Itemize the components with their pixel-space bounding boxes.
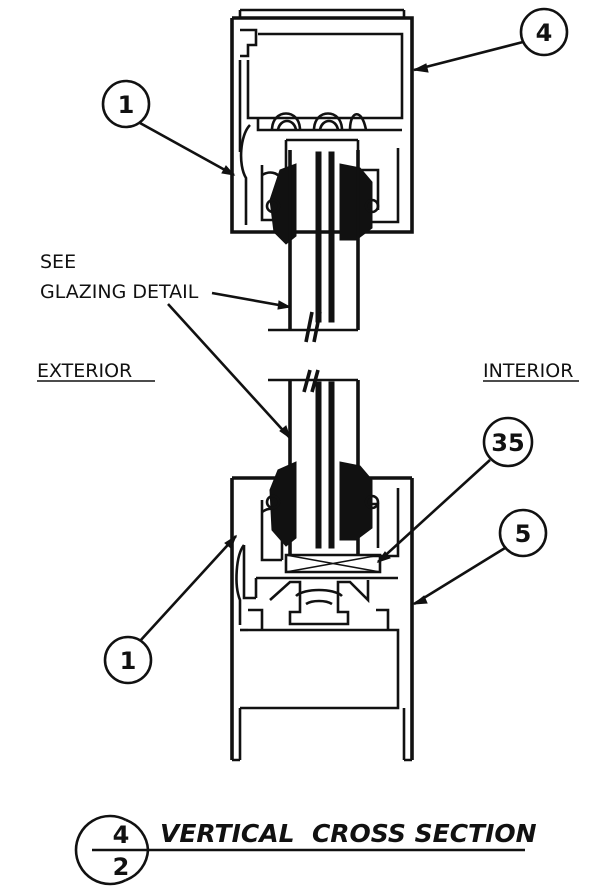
callout-number: 5 [515, 520, 532, 548]
callout-number: 1 [120, 647, 137, 675]
section-title: VERTICAL CROSS SECTION [160, 819, 537, 848]
sheet-number: 2 [113, 853, 130, 881]
callout-bottom-left: 1 [103, 534, 238, 685]
detail-number: 4 [113, 821, 130, 849]
interior-label: INTERIOR [483, 360, 573, 382]
glazing-detail-note: SEE GLAZING DETAIL [40, 251, 292, 440]
callout-number: 35 [491, 429, 524, 457]
sill-frame-profile [230, 461, 414, 762]
interior-label-group: INTERIOR [483, 360, 579, 382]
callout-sill: 5 [412, 508, 548, 606]
callout-number: 4 [536, 19, 553, 47]
callout-top-left: 1 [101, 79, 236, 177]
head-frame-profile [230, 8, 414, 245]
callout-top-right: 4 [412, 7, 569, 73]
callout-setting-block: 35 [376, 416, 534, 563]
title-block: 4 2 VERTICAL CROSS SECTION [74, 814, 537, 886]
exterior-label-group: EXTERIOR [37, 360, 155, 382]
callout-number: 1 [118, 91, 135, 119]
exterior-label: EXTERIOR [37, 360, 132, 382]
glazing-detail-label: GLAZING DETAIL [40, 281, 199, 303]
see-label: SEE [40, 251, 76, 273]
